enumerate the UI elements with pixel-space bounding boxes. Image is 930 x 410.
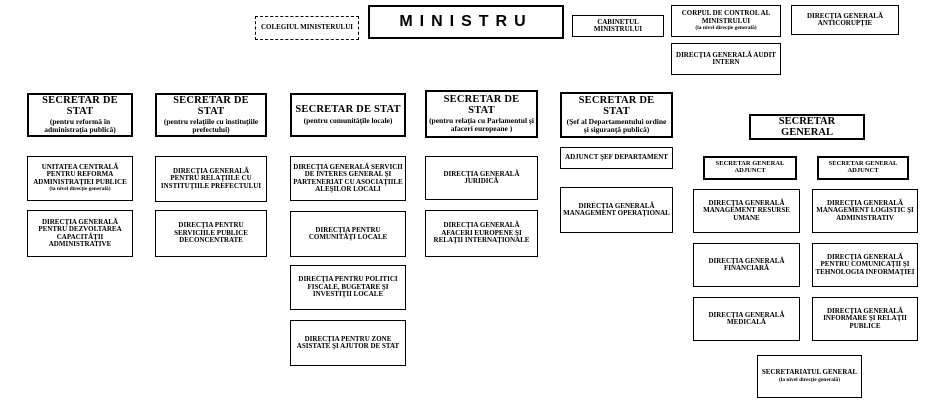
anticoruptie-label: Direcţia generală anticorupţie (806, 11, 884, 27)
sg-left-unit-2-box: Direcţia generală financiară (693, 243, 800, 287)
colegiul-ministerului-label: Colegiul ministerului (261, 23, 353, 32)
s1-unit-1-sublabel: (la nivel direcţie generală) (49, 186, 111, 193)
secretar-general-title: SECRETAR GENERAL (778, 115, 836, 138)
corpul-de-control-label: Corpul de control al ministrului (681, 9, 771, 25)
secretar-de-stat-1-box: SECRETAR DE STAT (pentru reformă în admi… (27, 93, 133, 137)
secretar-de-stat-3-title: SECRETAR DE STAT (295, 104, 401, 116)
secretar-de-stat-2-box: SECRETAR DE STAT (pentru relaţiile cu in… (155, 93, 267, 137)
s1-unit-2-label: Direcţia generală pentru dezvoltarea cap… (38, 217, 122, 248)
audit-intern-box: Direcţia generală audit intern (671, 43, 781, 75)
s2-unit-2-box: Direcţia pentru serviciile publice decon… (155, 210, 267, 257)
colegiul-ministerului-box: Colegiul ministerului (255, 16, 359, 40)
secretariatul-general-box: Secretariatul general (la nivel direcţie… (757, 355, 862, 398)
secretar-de-stat-3-box: SECRETAR DE STAT (pentru comunităţile lo… (290, 93, 406, 137)
s3-unit-4-box: Direcţia pentru zone asistate şi ajutor … (290, 320, 406, 366)
sg-right-unit-2-box: Direcţia generală pentru comunicaţii şi … (812, 243, 918, 287)
ministru-label: MINISTRU (399, 12, 533, 30)
secretar-de-stat-4-subtitle: (pentru relaţia cu Parlamentul şi afacer… (429, 116, 534, 133)
anticoruptie-box: Direcţia generală anticorupţie (791, 5, 899, 35)
s3-unit-4-label: Direcţia pentru zone asistate şi ajutor … (296, 334, 400, 350)
s4-unit-1-box: Direcţia generală juridică (425, 156, 538, 200)
audit-intern-label: Direcţia generală audit intern (676, 50, 776, 66)
s5-unit-2-label: Direcţia generală management operaţional (563, 201, 670, 217)
cabinetul-ministrului-label: Cabinetul ministrului (593, 17, 643, 33)
secretar-general-adjunct-left-box: Secretar general adjunct (703, 156, 797, 180)
secretar-de-stat-2-title: SECRETAR DE STAT (173, 95, 249, 117)
sg-right-unit-3-box: Direcţia generală informare şi relaţii p… (812, 297, 918, 341)
secretar-de-stat-1-title: SECRETAR DE STAT (42, 95, 118, 117)
secretar-de-stat-5-box: SECRETAR DE STAT (Şef al Departamentului… (560, 92, 673, 138)
secretar-general-adjunct-right-label: Secretar general adjunct (828, 160, 898, 174)
secretar-de-stat-4-title: SECRETAR DE STAT (443, 94, 520, 116)
secretar-general-adjunct-left-label: Secretar general adjunct (715, 160, 785, 174)
sg-left-unit-2-label: Direcţia generală financiară (708, 256, 785, 272)
s2-unit-1-box: Direcţia generală pentru relaţiile cu in… (155, 156, 267, 202)
sg-right-unit-1-label: Direcţia generală management logistic şi… (816, 198, 914, 222)
sg-left-unit-3-box: Direcţia generală medicală (693, 297, 800, 341)
secretar-de-stat-1-subtitle: (pentru reformă în administraţia publică… (44, 117, 116, 134)
s3-unit-2-box: Direcţia pentru comunităţi locale (290, 211, 406, 257)
ministru-box: MINISTRU (368, 5, 564, 39)
s4-unit-2-label: Direcţia generală afaceri europene şi re… (433, 221, 530, 245)
secretar-de-stat-2-subtitle: (pentru relaţiile cu instituţiile prefec… (163, 117, 259, 134)
secretar-de-stat-5-subtitle: (Şef al Departamentului ordine şi sigura… (566, 117, 667, 134)
sg-left-unit-1-label: Direcţia generală management resurse uma… (703, 198, 790, 222)
secretar-de-stat-4-box: SECRETAR DE STAT (pentru relaţia cu Parl… (425, 90, 538, 138)
sg-left-unit-3-label: Direcţia generală medicală (708, 310, 785, 326)
sg-left-unit-1-box: Direcţia generală management resurse uma… (693, 189, 800, 233)
s3-unit-3-label: Direcţia pentru politici fiscale, bugeta… (298, 275, 398, 299)
s1-unit-1-label: Unitatea centrală pentru reforma adminis… (33, 163, 127, 186)
corpul-de-control-box: Corpul de control al ministrului (la niv… (671, 5, 781, 37)
corpul-de-control-sublabel: (la nivel direcţie generală) (695, 24, 757, 31)
s3-unit-1-box: Direcţia generală servicii de interes ge… (290, 156, 406, 201)
s4-unit-1-label: Direcţia generală juridică (443, 169, 520, 185)
sg-right-unit-3-label: Direcţia generală informare şi relaţii p… (823, 306, 907, 330)
s4-unit-2-box: Direcţia generală afaceri europene şi re… (425, 210, 538, 257)
s5-unit-1-box: Adjunct şef departament (560, 147, 673, 169)
s3-unit-2-label: Direcţia pentru comunităţi locale (308, 225, 388, 241)
s3-unit-1-label: Direcţia generală servicii de interes ge… (293, 162, 403, 193)
secretar-general-adjunct-right-box: Secretar general adjunct (817, 156, 909, 180)
secretar-de-stat-5-title: SECRETAR DE STAT (578, 95, 655, 117)
secretar-de-stat-3-subtitle: (pentru comunităţile locale) (303, 115, 393, 125)
s5-unit-2-box: Direcţia generală management operaţional (560, 187, 673, 233)
sg-right-unit-1-box: Direcţia generală management logistic şi… (812, 189, 918, 233)
secretariatul-general-label: Secretariatul general (761, 368, 858, 377)
s5-unit-1-label: Adjunct şef departament (565, 153, 668, 162)
secretariatul-general-sublabel: (la nivel direcţie generală) (778, 376, 841, 383)
s1-unit-2-box: Direcţia generală pentru dezvoltarea cap… (27, 210, 133, 257)
sg-right-unit-2-label: Direcţia generală pentru comunicaţii şi … (815, 252, 915, 276)
s2-unit-2-label: Direcţia pentru serviciile publice decon… (174, 221, 248, 245)
secretar-general-box: SECRETAR GENERAL (749, 114, 865, 140)
s2-unit-1-label: Direcţia generală pentru relaţiile cu in… (160, 166, 262, 190)
s3-unit-3-box: Direcţia pentru politici fiscale, bugeta… (290, 265, 406, 310)
cabinetul-ministrului-box: Cabinetul ministrului (572, 15, 664, 37)
s1-unit-1-box: Unitatea centrală pentru reforma adminis… (27, 156, 133, 201)
